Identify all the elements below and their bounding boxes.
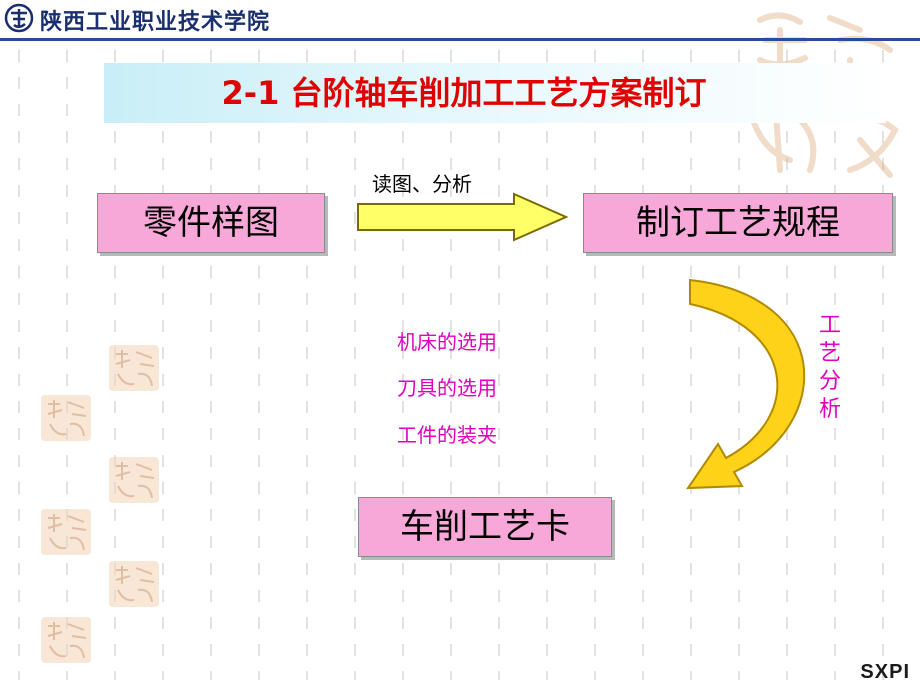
header-divider [0,38,920,41]
arrow-label: 读图、分析 [372,172,472,196]
school-name: 陕西工业职业技术学院 [40,10,271,35]
title-band [104,63,886,123]
list-item-machine-selection: 机床的选用 [397,330,497,354]
box-process-rules: 制订工艺规程 [583,193,893,253]
vertical-label-char: 析 [818,397,841,422]
header-bar: 陕西工业职业技术学院 [0,0,920,41]
decorative-seal [109,345,159,391]
right-arrow-icon [357,192,569,242]
curved-arrow-icon [686,278,806,490]
decorative-seal [41,395,91,441]
decorative-seal [41,617,91,663]
vertical-label-char: 艺 [818,341,841,366]
list-item-tool-selection: 刀具的选用 [397,376,497,400]
brand-logo-text: SXPI [860,661,910,683]
vertical-label-char: 分 [818,369,841,394]
vertical-label-process-analysis: 工 艺 分 析 [818,312,842,424]
decorative-seal [109,457,159,503]
box-parts-drawing: 零件样图 [97,193,325,253]
school-logo-icon [4,3,34,33]
decorative-seal [109,561,159,607]
page-title: 2-1 台阶轴车削加工工艺方案制订 [221,74,707,112]
decorative-seal [41,509,91,555]
list-item-workpiece-clamping: 工件的装夹 [397,423,497,447]
vertical-label-char: 工 [818,313,841,338]
box-turning-card: 车削工艺卡 [358,497,612,557]
